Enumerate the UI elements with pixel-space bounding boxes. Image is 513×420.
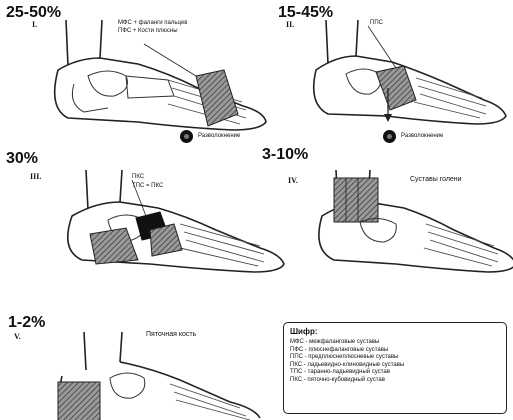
panel-1-note: Разволокнение [198,133,240,140]
panel-2-note: Разволокнение [401,133,443,140]
panel-3-percent: 30% [6,150,38,168]
panel-5-numeral: V. [14,332,21,341]
legend-item-pfs: ПФС - плюснефаланговые суставы [290,347,500,355]
foot-diagram-5 [40,330,270,420]
legend-box: Шифр: МФС - межфаланговые суставы ПФС - … [283,322,507,414]
legend-item-pps: ППС - предплюснеплюсневые суставы [290,354,500,362]
legend-item-tps: ТПС - таранно-ладьевидный сустав [290,369,500,377]
foot-diagram-3 [40,168,290,278]
panel-4-percent: 3-10% [262,146,308,164]
panel-2-numeral: II. [286,20,294,29]
foot-diagram-1 [28,18,288,138]
legend-item-mfs: МФС - межфаланговые суставы [290,339,500,347]
foot-diagram-4 [300,168,513,278]
foot-diagram-2 [296,18,513,138]
panel-1-marker-icon [180,130,193,143]
legend-item-pks-calcaneocuboid: ПКС - пяточно-кубовидный сустав [290,377,500,385]
panel-2-marker-icon [383,130,396,143]
legend-title: Шифр: [290,327,500,336]
panel-4-numeral: IV. [288,176,298,185]
